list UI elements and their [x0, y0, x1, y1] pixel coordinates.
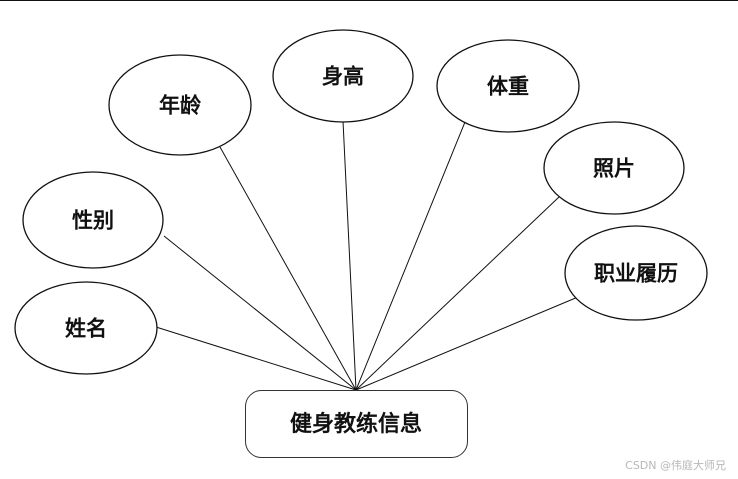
attribute-node-height: 身高 — [272, 29, 414, 123]
attribute-ellipse-age — [108, 54, 252, 156]
connector-line-age — [219, 146, 357, 391]
attribute-label-weight: 体重 — [487, 74, 529, 99]
connector-line-weight — [355, 121, 466, 391]
attribute-node-photo: 照片 — [543, 121, 685, 215]
attribute-ellipse-name — [14, 281, 158, 375]
connector-line-career — [355, 296, 579, 391]
entity-node: 健身教练信息 — [245, 390, 468, 458]
attribute-node-gender: 性别 — [22, 171, 164, 269]
connector-lines — [155, 120, 579, 391]
entity-box — [245, 390, 468, 458]
attribute-label-name: 姓名 — [65, 316, 107, 341]
attribute-ellipse-height — [272, 29, 414, 123]
attribute-label-gender: 性别 — [72, 208, 114, 233]
attribute-ellipse-career — [564, 225, 708, 321]
attribute-node-career: 职业履历 — [564, 225, 708, 321]
attribute-ellipse-photo — [543, 121, 685, 215]
connector-line-height — [342, 120, 357, 391]
connector-line-photo — [355, 196, 560, 391]
connector-line-gender — [163, 235, 357, 391]
watermark-text: CSDN @伟庭大师兄 — [625, 459, 726, 472]
attribute-label-height: 身高 — [322, 64, 364, 89]
attribute-ellipse-gender — [22, 171, 164, 269]
attribute-label-age: 年龄 — [159, 93, 202, 118]
attribute-ellipse-weight — [436, 39, 580, 133]
entity-label: 健身教练信息 — [290, 411, 422, 437]
connector-line-name — [155, 326, 357, 391]
attribute-label-career: 职业履历 — [594, 261, 678, 286]
attribute-node-name: 姓名 — [14, 281, 158, 375]
attribute-node-weight: 体重 — [436, 39, 580, 133]
attribute-label-photo: 照片 — [593, 156, 635, 181]
attribute-node-age: 年龄 — [108, 54, 252, 156]
